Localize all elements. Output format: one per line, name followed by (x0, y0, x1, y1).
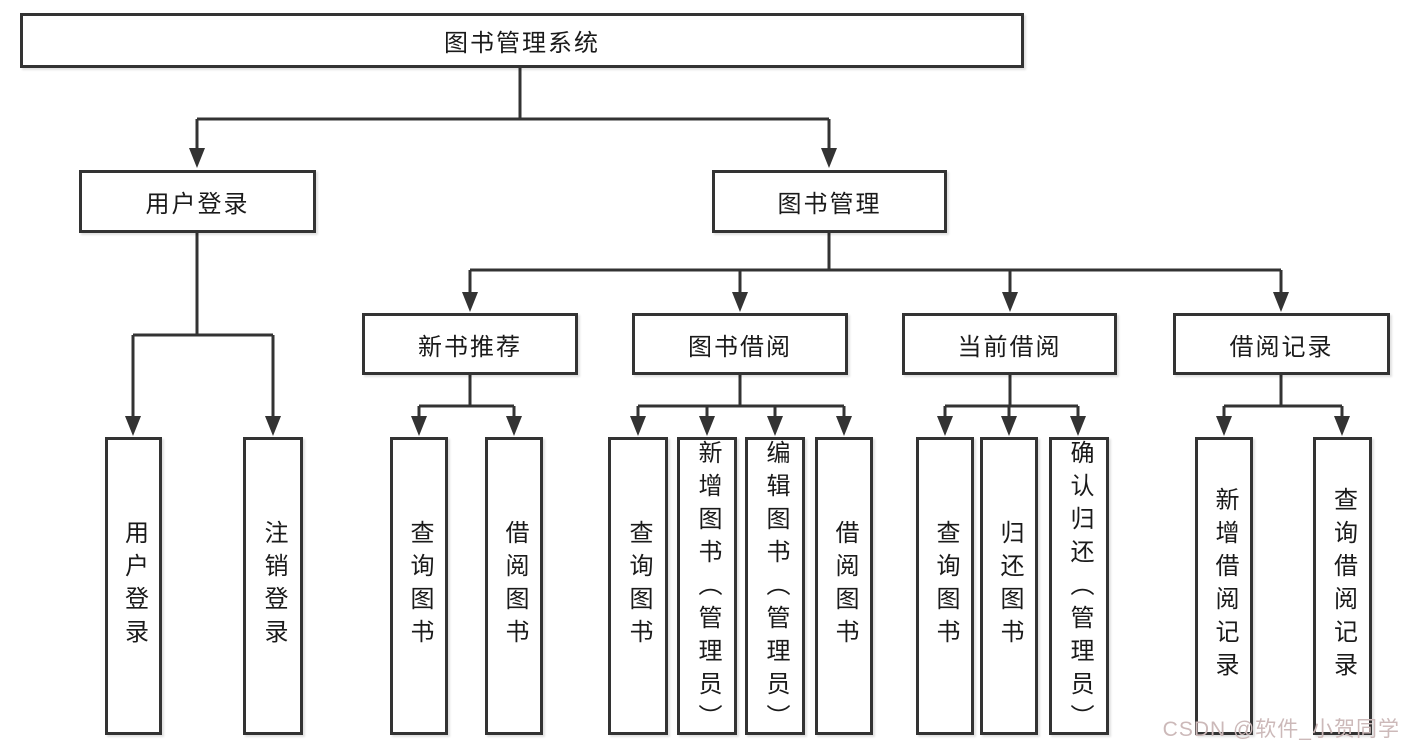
node-current-borrowing: 当前借阅 (902, 313, 1117, 375)
node-book-management: 图书管理 (712, 170, 947, 233)
node-new-book-recommendation: 新书推荐 (362, 313, 578, 375)
leaf-add-borrow-record: 新增借阅记录 (1195, 437, 1253, 735)
leaf-borrow-books-borrowing: 借阅图书 (815, 437, 873, 735)
leaf-confirm-return-admin: 确认归还（管理员） (1049, 437, 1109, 737)
node-user-login: 用户登录 (79, 170, 316, 233)
csdn-watermark: CSDN @软件_小贺同学 (1162, 718, 1400, 741)
leaf-borrow-books-recommend: 借阅图书 (485, 437, 543, 735)
arrowheads (125, 148, 1350, 436)
leaf-logout-login: 注销登录 (243, 437, 303, 735)
leaf-edit-book-admin: 编辑图书（管理员） (745, 437, 805, 737)
node-book-borrowing: 图书借阅 (632, 313, 848, 375)
node-borrow-records: 借阅记录 (1173, 313, 1390, 375)
leaf-add-book-admin: 新增图书（管理员） (677, 437, 737, 737)
leaf-user-login: 用户登录 (105, 437, 162, 735)
leaf-query-books-borrowing: 查询图书 (608, 437, 668, 735)
leaf-return-books: 归还图书 (980, 437, 1038, 735)
leaf-query-borrow-record: 查询借阅记录 (1313, 437, 1372, 735)
leaf-query-books-recommend: 查询图书 (390, 437, 448, 735)
leaf-query-books-current: 查询图书 (916, 437, 974, 735)
node-library-management-system: 图书管理系统 (20, 13, 1024, 68)
